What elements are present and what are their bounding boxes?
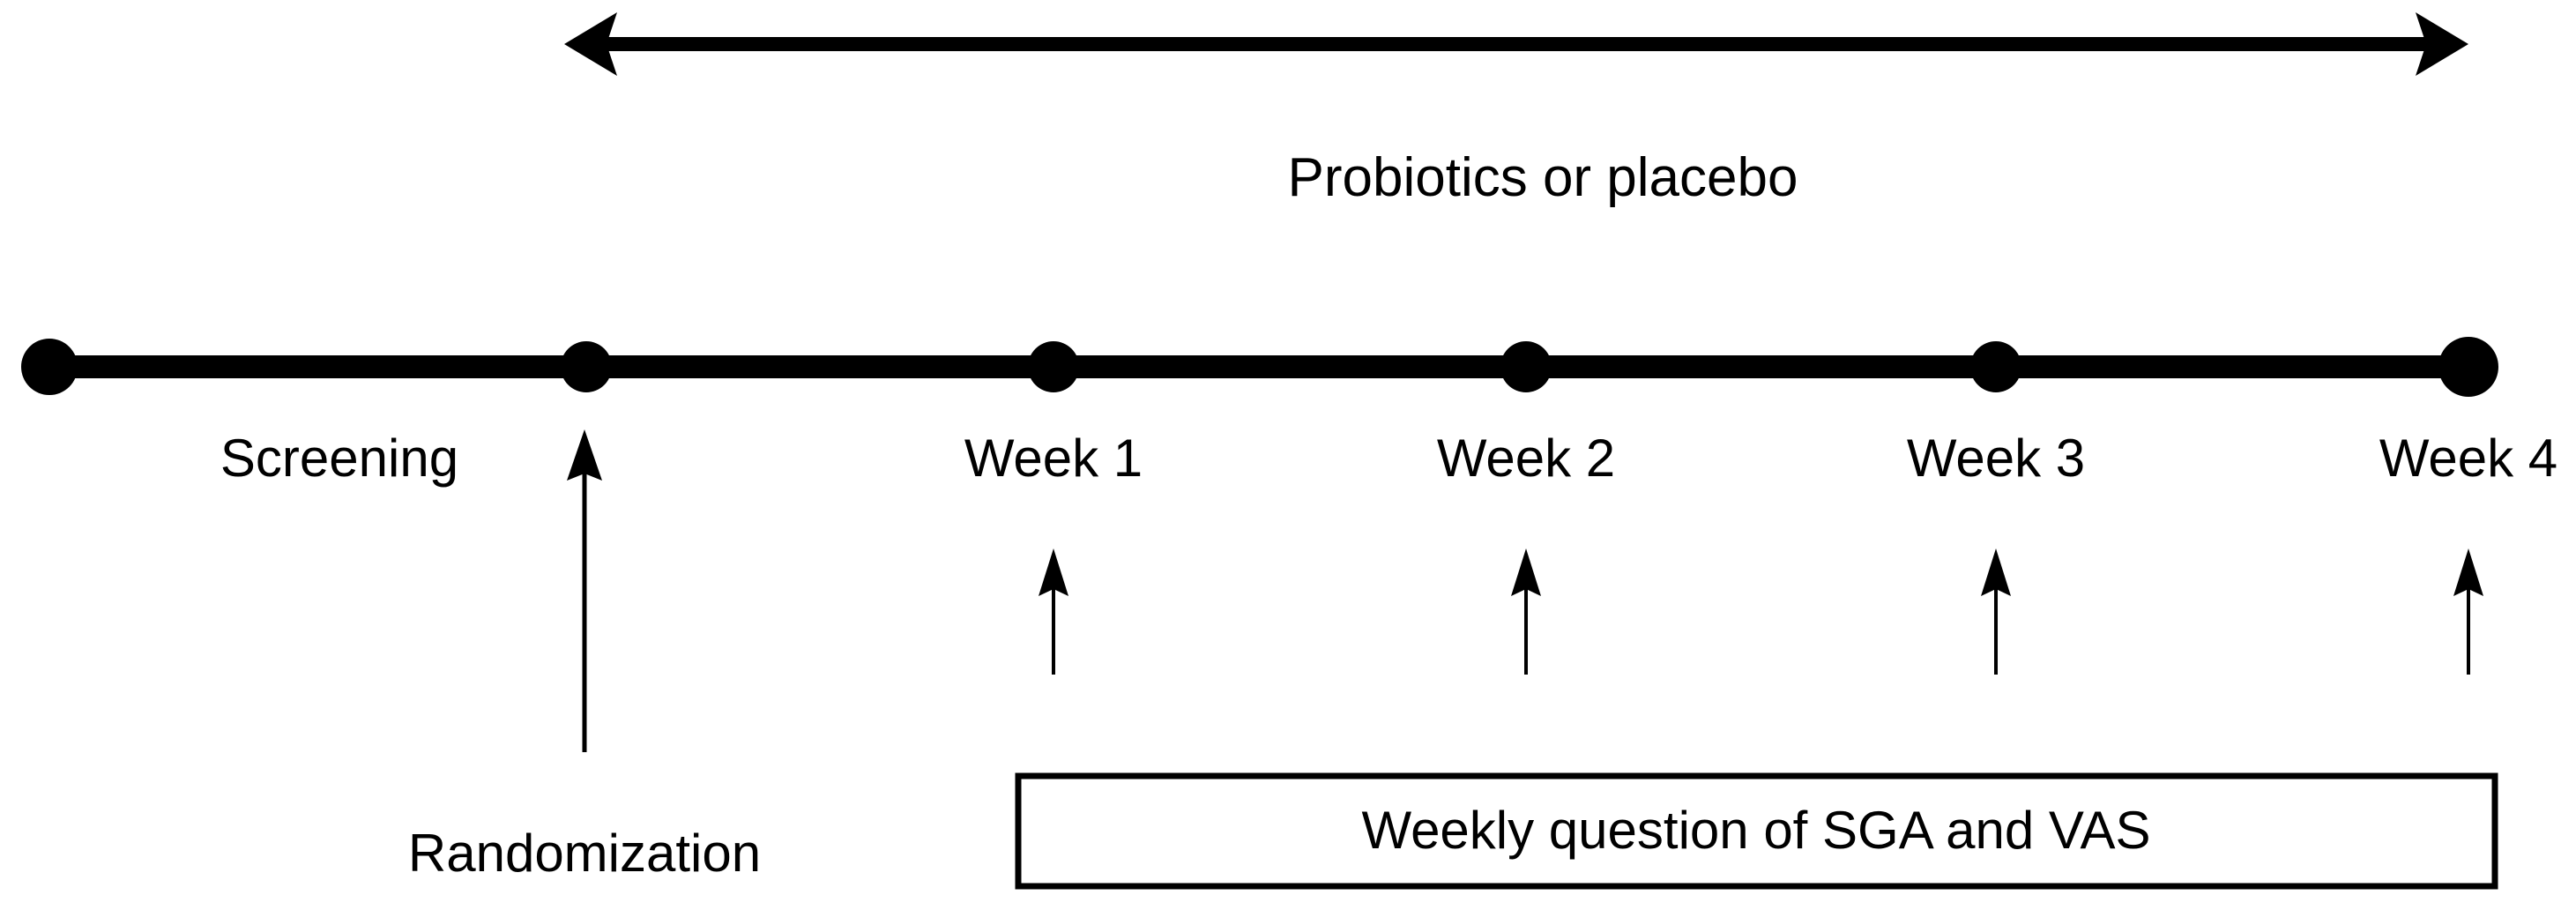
treatment-span-label: Probiotics or placebo: [1288, 147, 1798, 208]
week1-assessment-arrowhead: [1039, 548, 1068, 596]
treatment-span-right-arrowhead: [2416, 12, 2468, 76]
week2-assessment-arrow: [1511, 548, 1541, 675]
week2-assessment-arrowhead: [1511, 548, 1541, 596]
timeline-label-week2: Week 2: [1437, 429, 1615, 488]
timeline-node-randomization[interactable]: [561, 341, 612, 392]
assessment-arrows: [1039, 548, 2483, 675]
randomization-callout-arrowhead: [567, 429, 602, 481]
timeline-node-week3[interactable]: [1970, 341, 2021, 392]
timeline-label-week3: Week 3: [1907, 429, 2085, 488]
week4-assessment-arrowhead: [2453, 548, 2483, 596]
treatment-span-arrow: [564, 12, 2468, 76]
treatment-span-left-arrowhead: [564, 12, 617, 76]
timeline-label-screening: Screening: [220, 429, 458, 488]
timeline-node-week2[interactable]: [1500, 341, 1552, 392]
week3-assessment-arrowhead: [1981, 548, 2011, 596]
week1-assessment-arrow: [1039, 548, 1068, 675]
randomization-callout-arrow: [567, 429, 602, 752]
timeline-nodes: [21, 337, 2498, 397]
timeline-label-week1: Week 1: [964, 429, 1143, 488]
week3-assessment-arrow: [1981, 548, 2011, 675]
timeline-label-week4: Week 4: [2379, 429, 2557, 488]
assessment-box: [1015, 772, 2498, 890]
timeline-node-week1[interactable]: [1028, 341, 1079, 392]
timeline-node-week4[interactable]: [2438, 337, 2498, 397]
timeline-node-screening[interactable]: [21, 339, 78, 395]
assessment-box-label: Weekly question of SGA and VAS: [1362, 801, 2151, 860]
week4-assessment-arrow: [2453, 548, 2483, 675]
randomization-label: Randomization: [408, 824, 761, 883]
